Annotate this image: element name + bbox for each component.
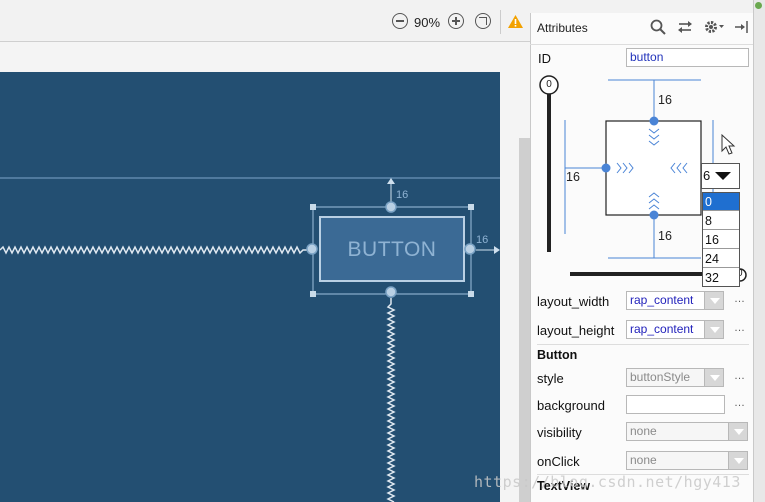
section-divider-2: [537, 474, 749, 475]
zoom-level: 90%: [414, 15, 441, 30]
layout-width-label: layout_width: [537, 294, 610, 309]
right-margin-label: 16: [476, 234, 489, 246]
layout-height-more-icon[interactable]: …: [734, 322, 745, 334]
zoom-fit-icon[interactable]: [475, 13, 491, 29]
layout-height-label: layout_height: [537, 323, 615, 338]
margin-option-16[interactable]: 16: [703, 231, 739, 249]
section-textview: TextView: [537, 479, 591, 493]
top-margin-label: 16: [396, 189, 409, 201]
style-label: style: [537, 371, 564, 386]
side-tool-strip: [753, 0, 765, 502]
margin-option-8[interactable]: 8: [703, 212, 739, 230]
bottom-anchor: [385, 286, 397, 298]
margin-dropdown-value: 6: [703, 168, 711, 183]
bottom-margin-value[interactable]: 16: [658, 229, 672, 243]
panel-top-strip: [530, 0, 765, 13]
pin-panel-icon[interactable]: [733, 19, 749, 35]
warning-icon[interactable]: [507, 14, 524, 29]
id-label: ID: [538, 51, 551, 66]
top-anchor: [385, 201, 397, 213]
onclick-field[interactable]: none: [626, 451, 730, 470]
zoom-out-icon[interactable]: [392, 13, 408, 29]
watermark: https://blog.csdn.net/hgy413: [474, 473, 741, 491]
vertical-bias-value[interactable]: 0: [546, 79, 552, 90]
zoom-in-icon[interactable]: [448, 13, 464, 29]
blueprint-view: [0, 72, 500, 502]
layout-width-more-icon[interactable]: …: [734, 293, 745, 305]
mouse-cursor-icon: [721, 134, 736, 155]
onclick-label: onClick: [537, 454, 580, 469]
visibility-field[interactable]: none: [626, 422, 730, 441]
margin-option-24[interactable]: 24: [703, 250, 739, 268]
layout-height-dropdown-icon[interactable]: [704, 320, 724, 339]
background-more-icon[interactable]: …: [734, 397, 745, 409]
style-more-icon[interactable]: …: [734, 370, 745, 382]
id-field[interactable]: button: [626, 48, 749, 67]
swap-arrows-icon[interactable]: [677, 20, 693, 34]
button-widget-text: BUTTON: [347, 238, 437, 261]
attributes-header: [530, 13, 753, 45]
section-divider: [537, 344, 749, 345]
editor-toolbar: 90%: [0, 0, 530, 42]
canvas-scrollbar[interactable]: [519, 138, 530, 502]
style-dropdown-icon[interactable]: [704, 368, 724, 387]
dropdown-caret-icon[interactable]: [715, 172, 731, 180]
toolbar-divider: [500, 10, 501, 34]
margin-option-0[interactable]: 0: [703, 193, 739, 211]
visibility-dropdown-icon[interactable]: [728, 422, 748, 441]
left-anchor: [306, 243, 318, 255]
button-widget[interactable]: [319, 216, 465, 282]
background-label: background: [537, 398, 605, 413]
layout-height-field[interactable]: rap_content: [626, 320, 706, 339]
search-icon[interactable]: [650, 19, 666, 35]
margin-option-32[interactable]: 32: [705, 271, 719, 285]
anchor-handles: [306, 201, 476, 298]
right-anchor: [464, 243, 476, 255]
layout-width-field[interactable]: rap_content: [626, 291, 706, 310]
section-button: Button: [537, 348, 578, 362]
background-field[interactable]: [626, 395, 725, 414]
bottom-constraint-spring: [386, 298, 396, 502]
onclick-dropdown-icon[interactable]: [728, 451, 748, 470]
style-field[interactable]: buttonStyle: [626, 368, 706, 387]
left-constraint-spring: [0, 245, 308, 255]
top-margin-value[interactable]: 16: [658, 93, 672, 107]
gear-icon[interactable]: [703, 19, 725, 35]
left-margin-value[interactable]: 16: [566, 170, 580, 184]
attributes-title: Attributes: [537, 21, 588, 35]
layout-width-dropdown-icon[interactable]: [704, 291, 724, 310]
margin-options-list: 0 8 16 24 32: [702, 192, 740, 287]
visibility-label: visibility: [537, 425, 582, 440]
